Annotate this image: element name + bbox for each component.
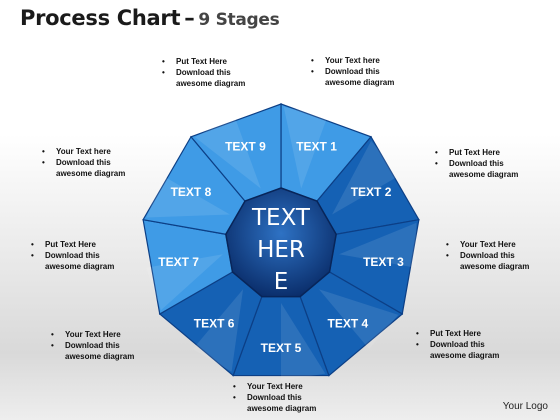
center-text-line-1: TEXT	[251, 205, 311, 231]
note-line: Download this	[416, 339, 499, 350]
note-line: awesome diagram	[56, 169, 126, 178]
segment-label-3: TEXT 3	[363, 255, 404, 269]
segment-group	[142, 103, 420, 381]
wheel-segment-highlight	[332, 140, 400, 215]
note-line: Download this	[311, 66, 394, 77]
note-line: Download this	[42, 157, 125, 168]
segment-label-1: TEXT 1	[296, 139, 337, 153]
note-line: Download this	[162, 67, 245, 78]
note-line: Download this	[446, 250, 529, 261]
note-line: awesome diagram	[325, 78, 395, 87]
note-line: Put Text Here	[435, 147, 518, 158]
center-hub	[225, 187, 337, 298]
note-top-left: Put Text Here Download this awesome diag…	[162, 56, 245, 89]
segment-label-4: TEXT 4	[328, 317, 369, 331]
note-line: Download this	[51, 340, 134, 351]
note-left-upper: Your Text here Download this awesome dia…	[42, 146, 125, 179]
wheel-segment-highlight	[283, 107, 328, 189]
note-line: Your Text here	[42, 146, 125, 157]
note-line: Download this	[435, 158, 518, 169]
note-line: awesome diagram	[176, 79, 246, 88]
note-line: awesome diagram	[430, 351, 500, 360]
segment-label-9: TEXT 9	[225, 139, 266, 153]
wheel-segment-highlight	[146, 254, 223, 311]
page-title: Process Chart–9 Stages	[20, 6, 280, 30]
segment-label-group: TEXT 1 TEXT 2 TEXT 3 TEXT 4 TEXT 5 TEXT 6 TEXT…	[158, 139, 404, 355]
note-left-lower: Your Text Here Download this awesome dia…	[51, 329, 134, 362]
wheel-segment-highlight	[195, 115, 261, 189]
segment-label-5: TEXT 5	[261, 341, 302, 355]
note-right-lower: Put Text Here Download this awesome diag…	[416, 328, 499, 361]
note-right-upper: Put Text Here Download this awesome diag…	[435, 147, 518, 180]
note-line: Your Text Here	[233, 381, 316, 392]
note-line: awesome diagram	[65, 352, 135, 361]
note-left-middle: Put Text Here Download this awesome diag…	[31, 239, 114, 272]
note-right-middle: Your Text Here Download this awesome dia…	[446, 239, 529, 272]
wheel-segment-highlight	[146, 175, 230, 218]
note-line: awesome diagram	[247, 404, 317, 413]
center-text-line-3: E	[274, 269, 289, 295]
note-top-right: Your Text here Download this awesome dia…	[311, 55, 394, 88]
note-line: awesome diagram	[460, 262, 530, 271]
note-bottom: Your Text Here Download this awesome dia…	[233, 381, 316, 414]
wheel-segment-highlight	[318, 289, 399, 349]
note-line: Put Text Here	[162, 56, 245, 67]
note-line: awesome diagram	[449, 170, 519, 179]
segment-label-7: TEXT 7	[158, 255, 199, 269]
note-line: Put Text Here	[416, 328, 499, 339]
note-line: Put Text Here	[31, 239, 114, 250]
wheel-segment-highlight	[339, 222, 417, 268]
note-line: Your Text Here	[446, 239, 529, 250]
note-line: Download this	[233, 392, 316, 403]
segment-label-2: TEXT 2	[351, 185, 392, 199]
center-text-line-2: HER	[257, 237, 305, 263]
title-main: Process Chart	[20, 6, 181, 30]
segment-label-6: TEXT 6	[194, 317, 235, 331]
note-line: Download this	[31, 250, 114, 261]
note-line: Your Text here	[311, 55, 394, 66]
note-line: awesome diagram	[45, 262, 115, 271]
title-subtitle: 9 Stages	[198, 10, 280, 30]
title-dash: –	[184, 6, 195, 30]
wheel-segment-highlight	[192, 289, 244, 372]
logo-text: Your Logo	[502, 401, 548, 412]
wheel-segment-highlight	[281, 303, 326, 381]
segment-label-8: TEXT 8	[171, 185, 212, 199]
note-line: Your Text Here	[51, 329, 134, 340]
